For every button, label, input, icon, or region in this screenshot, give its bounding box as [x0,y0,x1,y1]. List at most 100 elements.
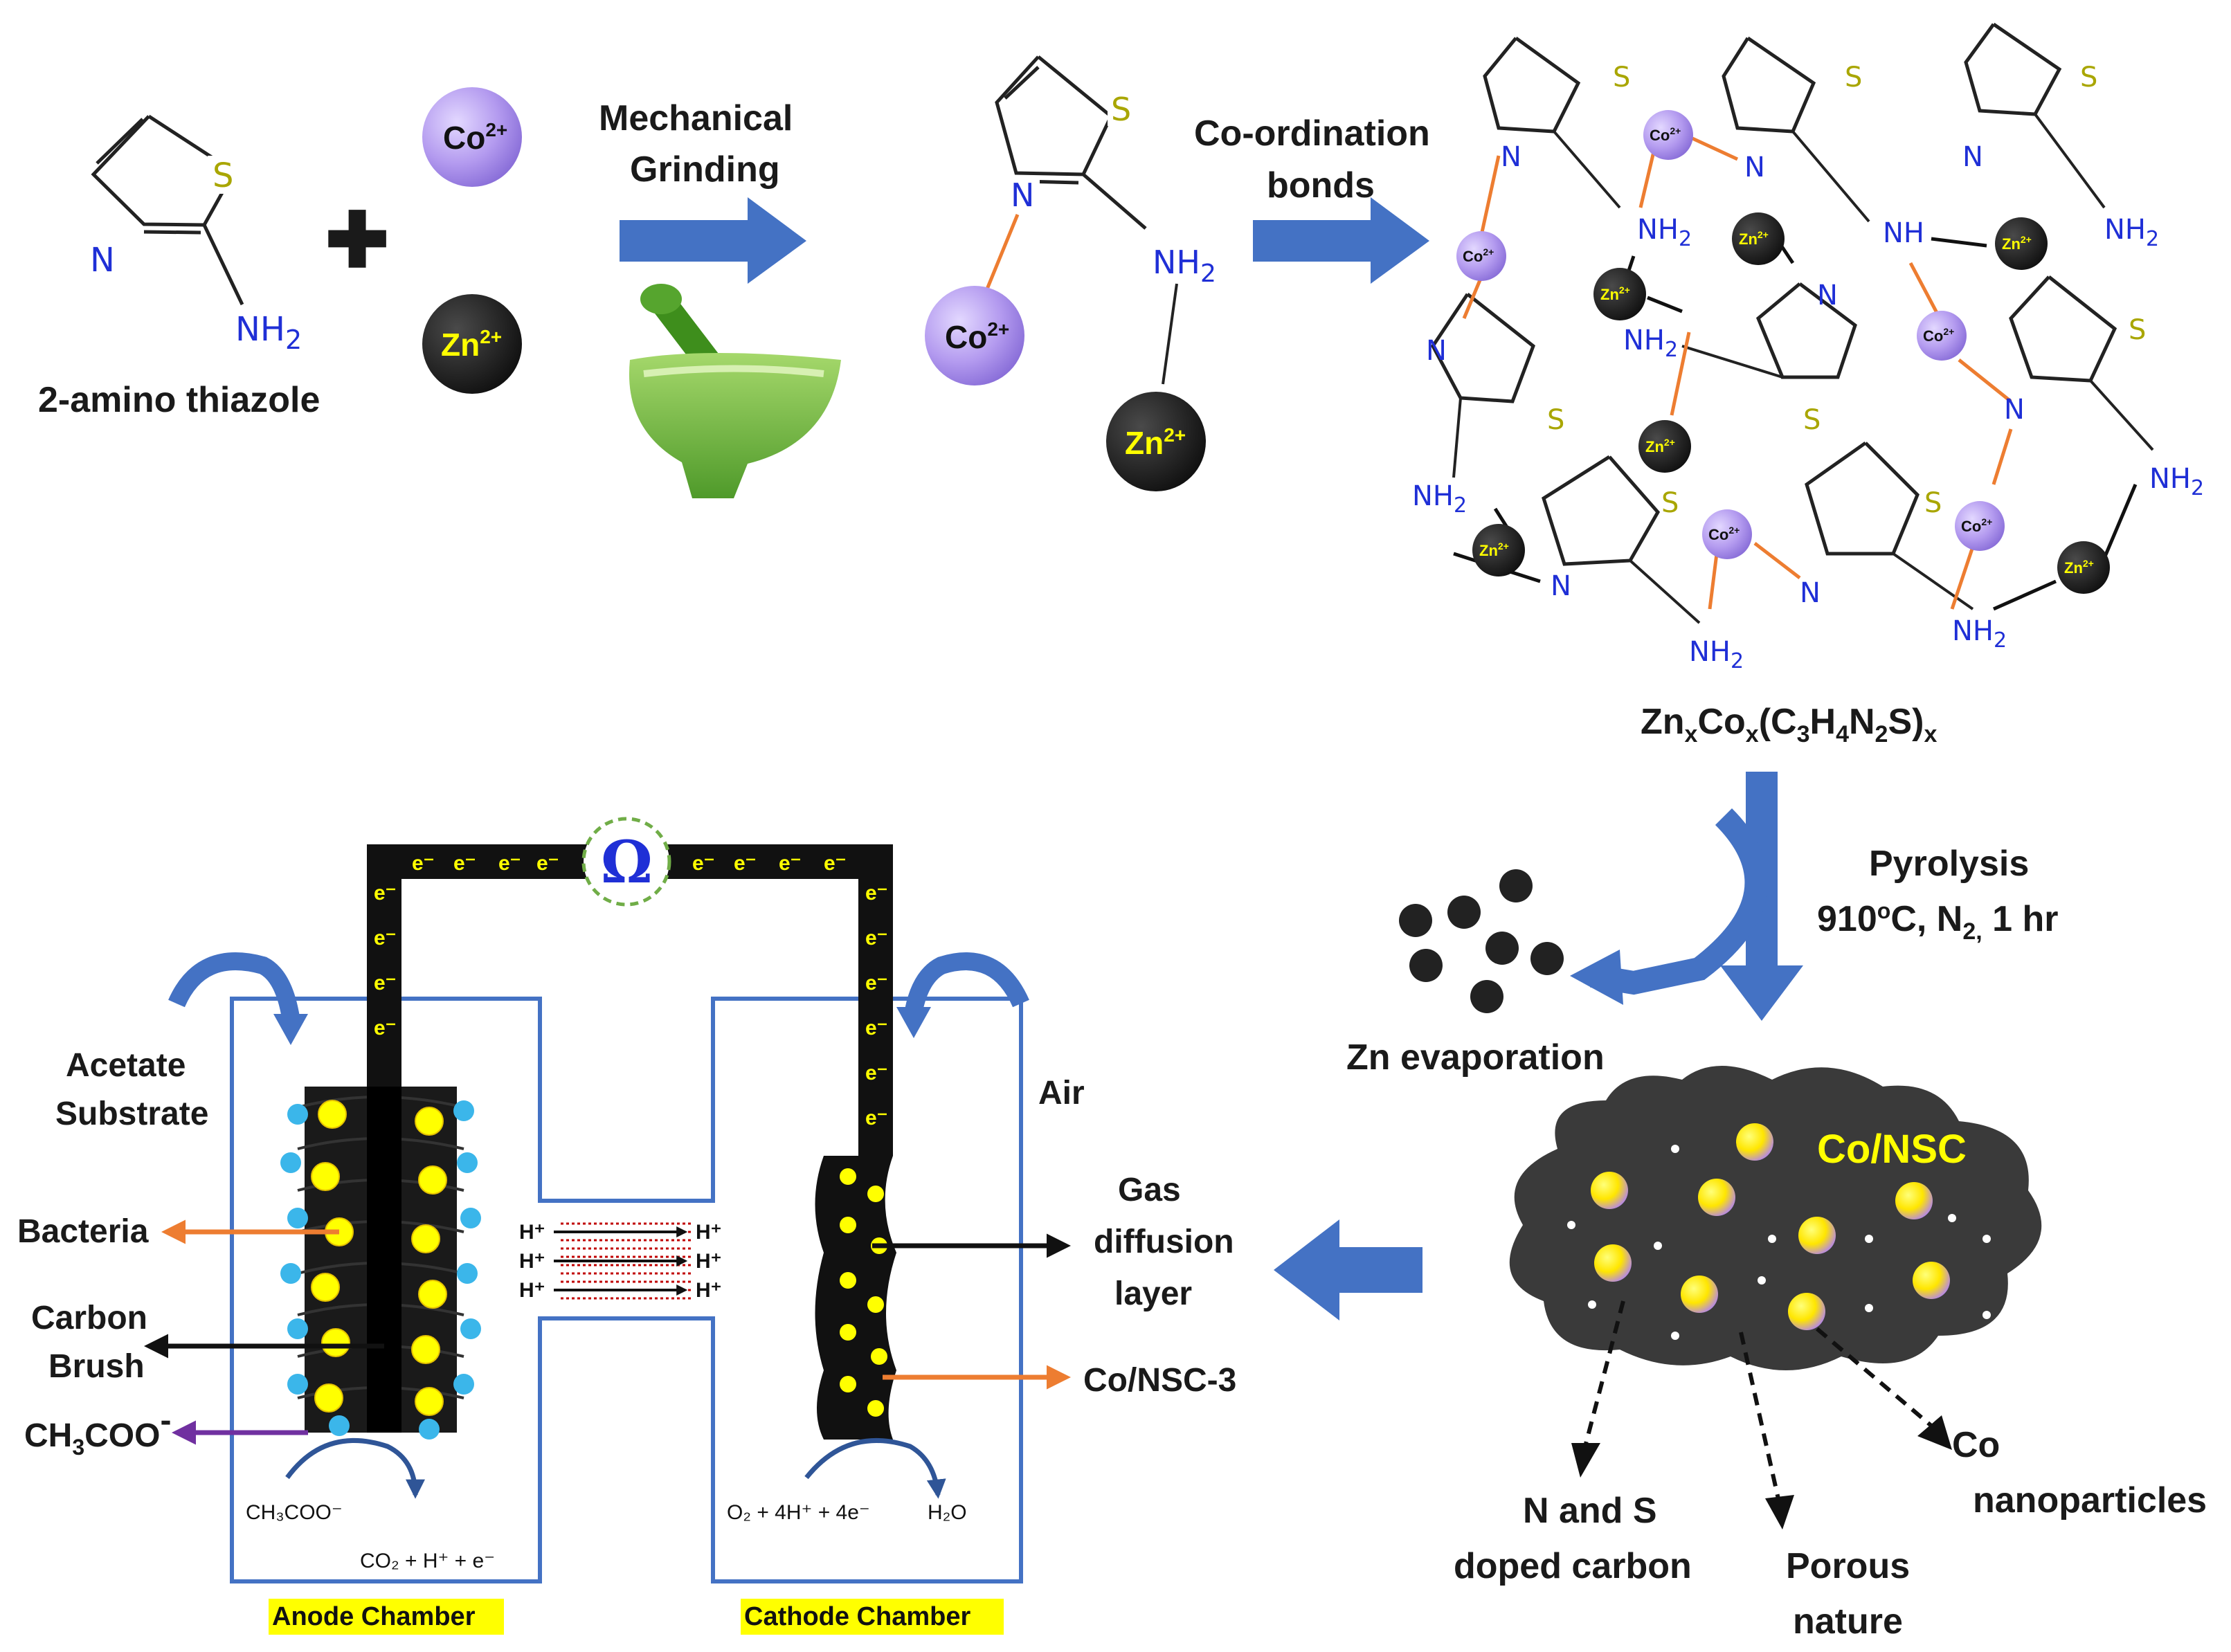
acetate-label-line2: Substrate [55,1096,208,1132]
svg-text:e⁻: e⁻ [734,852,757,875]
svg-text:Co2+: Co2+ [1650,125,1681,144]
step2-label-line1: Co-ordination [1194,114,1430,154]
cathode-gdl [815,1156,896,1440]
carbon-brush-label-line1: Carbon [31,1300,147,1336]
svg-text:Zn2+: Zn2+ [1479,541,1509,559]
svg-text:NH2: NH2 [2149,463,2204,500]
svg-text:N: N [1962,141,1983,173]
atom-n-label: N [90,241,115,280]
svg-text:Co2+: Co2+ [1463,246,1494,265]
svg-text:e⁻: e⁻ [779,852,802,875]
product-name: Co/NSC [1817,1127,1967,1172]
svg-text:H⁺: H⁺ [519,1221,545,1244]
bacteria-label: Bacteria [17,1213,149,1250]
svg-text:N: N [2004,394,2025,426]
svg-text:e⁻: e⁻ [374,882,397,905]
svg-text:NH2: NH2 [2104,214,2159,251]
svg-text:N: N [1817,280,1838,311]
plus-icon: ✚ [325,198,389,283]
svg-text:Co2+: Co2+ [1708,525,1740,543]
grinding-arrow [620,197,806,284]
cathode-chamber-label: Cathode Chamber [744,1602,970,1631]
cobalt-ion: Co2+ [422,87,522,187]
svg-text:e⁻: e⁻ [536,852,559,875]
svg-text:Zn2+: Zn2+ [2002,234,2032,253]
reagent-name: 2-amino thiazole [38,380,320,420]
svg-text:S: S [1845,62,1862,93]
porous-label-line2: nature [1793,1601,1903,1642]
framework-formula: ZnxCox(C3H4N2S)x [1641,702,1937,747]
step1-label-line2: Grinding [630,149,780,190]
svg-text:S: S [1803,404,1821,436]
svg-text:Zn2+: Zn2+ [1125,424,1186,461]
atom-s-label: S [213,156,233,195]
co-nsc-cloud [1509,1066,2042,1370]
coordination-arrow [1253,197,1429,284]
acetate-ion-label: CH3COO- [24,1402,171,1460]
cathode-label-bg [741,1599,1004,1635]
zn-evaporation-arrow [1590,808,1769,995]
svg-text:e⁻: e⁻ [824,852,847,875]
svg-text:Zn2+: Zn2+ [1645,437,1675,455]
doped-carbon-label-line2: doped carbon [1454,1546,1692,1586]
svg-text:N: N [1426,335,1447,367]
gas-diffusion-label-line3: layer [1114,1276,1192,1312]
svg-text:Zn2+: Zn2+ [1600,284,1630,303]
svg-text:H⁺: H⁺ [519,1250,545,1273]
svg-text:e⁻: e⁻ [865,972,888,995]
svg-text:e⁻: e⁻ [453,852,476,875]
carbon-brush-label-line2: Brush [48,1348,145,1385]
zn-evaporation-label: Zn evaporation [1346,1037,1605,1078]
svg-text:e⁻: e⁻ [692,852,715,875]
svg-text:N: N [1011,176,1034,214]
svg-text:e⁻: e⁻ [865,927,888,950]
svg-text:NH2: NH2 [1623,325,1678,362]
svg-text:N: N [1800,577,1821,609]
mfc-cell: Ω e⁻ e⁻ e⁻ e⁻ e⁻ e⁻ e⁻ e⁻ e⁻ e⁻ e⁻ e⁻ e⁻… [144,817,1071,1583]
svg-text:S: S [2080,62,2097,93]
svg-text:e⁻: e⁻ [865,1017,888,1040]
svg-text:S: S [1111,91,1131,128]
svg-text:NH2: NH2 [1952,615,2007,653]
pyrolysis-title: Pyrolysis [1869,844,2029,884]
svg-text:S: S [1661,487,1679,519]
resistor-icon: Ω [601,828,653,896]
svg-text:e⁻: e⁻ [865,882,888,905]
svg-text:S: S [1547,404,1564,436]
cathode-product: H₂O [928,1501,967,1524]
svg-text:H⁺: H⁺ [696,1279,722,1302]
svg-text:e⁻: e⁻ [374,1017,397,1040]
anode-reactant: CH₃COO⁻ [246,1501,343,1524]
svg-text:NH2: NH2 [1412,480,1467,518]
svg-text:Co2+: Co2+ [1923,326,1954,345]
svg-text:e⁻: e⁻ [412,852,435,875]
svg-text:e⁻: e⁻ [374,972,397,995]
coordination-framework: Co2+ Co2+ Co2+ Co2+ Co2+ Zn2+ Zn2+ Zn2+ … [1412,22,2204,673]
svg-text:N: N [1744,152,1765,183]
svg-text:H⁺: H⁺ [696,1250,722,1273]
svg-text:Co2+: Co2+ [443,119,507,156]
svg-text:S: S [2129,314,2146,346]
aminothiazole-molecule: N S NH2 [76,114,302,355]
catalyst-label: Co/NSC-3 [1083,1362,1236,1399]
svg-text:e⁻: e⁻ [374,927,397,950]
coordinated-molecule: N S NH2 Co2+ Zn2+ [925,55,1216,491]
svg-text:NH2: NH2 [1153,244,1216,288]
svg-text:H⁺: H⁺ [519,1279,545,1302]
svg-text:Co2+: Co2+ [1961,516,1992,535]
co-np-label-line1: Co [1952,1425,2000,1465]
carbon-brush-anode [280,1087,481,1440]
svg-text:S: S [1613,62,1630,93]
svg-text:N: N [1501,141,1521,173]
step2-label-line2: bonds [1267,165,1375,206]
svg-text:N: N [1551,570,1571,602]
zn-particles [1399,869,1564,1013]
svg-text:Zn2+: Zn2+ [441,326,502,363]
cathode-reaction: O₂ + 4H⁺ + 4e⁻ [727,1501,870,1524]
mortar-pestle-icon [629,284,841,498]
step1-label-line1: Mechanical [599,98,793,138]
svg-text:e⁻: e⁻ [498,852,521,875]
nh2-label: NH2 [235,310,302,355]
svg-text:Co2+: Co2+ [945,318,1009,355]
